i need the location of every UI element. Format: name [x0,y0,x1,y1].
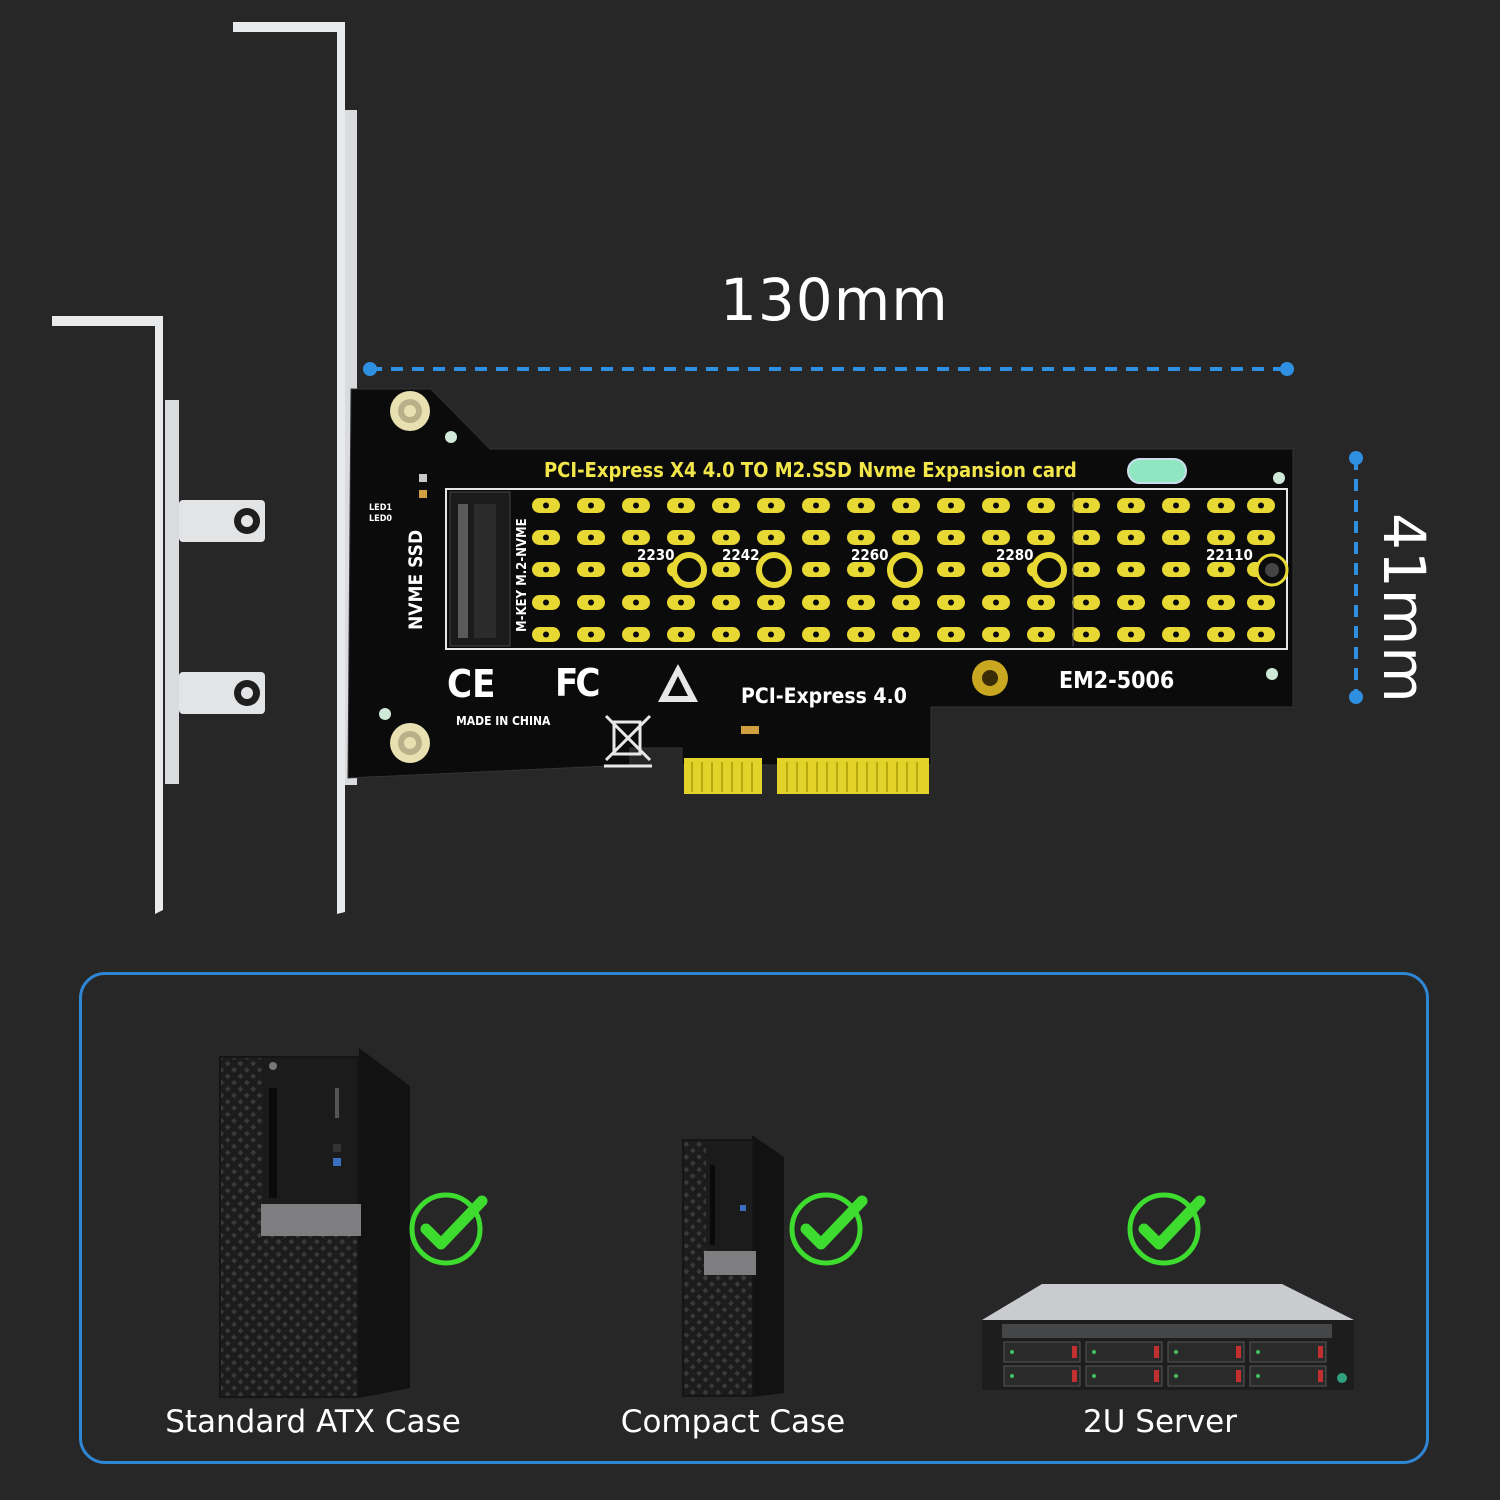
card-model: EM2-5006 [1059,668,1175,694]
pcb-board [347,388,1294,794]
check-icon [789,1192,868,1266]
size-label-2230: 2230 [637,546,675,564]
size-label-22110: 22110 [1206,546,1253,564]
check-icon [1127,1192,1206,1266]
compatibility-panel [79,972,1429,1464]
caption-standard-atx-case: Standard ATX Case [165,1404,461,1440]
card-made-in: MADE IN CHINA [456,714,551,728]
low-profile-bracket [52,316,265,914]
screw-icon [390,391,430,431]
full-height-bracket [233,22,357,914]
caption-2u-server: 2U Server [1083,1404,1237,1440]
fc-mark: FC [555,661,600,705]
atx-tower-icon [219,1048,410,1398]
width-dimension-line [363,362,1294,376]
size-label-2260: 2260 [851,546,889,564]
esd-warning-icon [658,664,698,702]
card-led-label-0: LED0 [369,514,393,524]
size-label-2242: 2242 [722,546,760,564]
card-led-label-1: LED1 [369,503,393,513]
card-interface-label: PCI-Express 4.0 [741,684,907,708]
2u-server-icon [982,1284,1354,1390]
compact-case-icon [682,1135,784,1397]
width-label: 130mm [720,266,949,334]
height-dimension-line [1349,451,1363,704]
size-label-2280: 2280 [996,546,1034,564]
screw-icon [390,723,430,763]
product-illustration [52,22,1363,914]
caption-compact-case: Compact Case [620,1404,846,1440]
ce-mark: CE [447,662,496,706]
card-connector-label: M-KEY M.2-NVME [515,518,530,632]
weee-bin-icon [604,714,652,768]
card-side-label: NVME SSD [405,529,427,630]
height-label: 41mm [1370,513,1438,704]
card-title: PCI-Express X4 4.0 TO M2.SSD Nvme Expans… [544,458,1077,482]
check-icon [409,1192,488,1266]
